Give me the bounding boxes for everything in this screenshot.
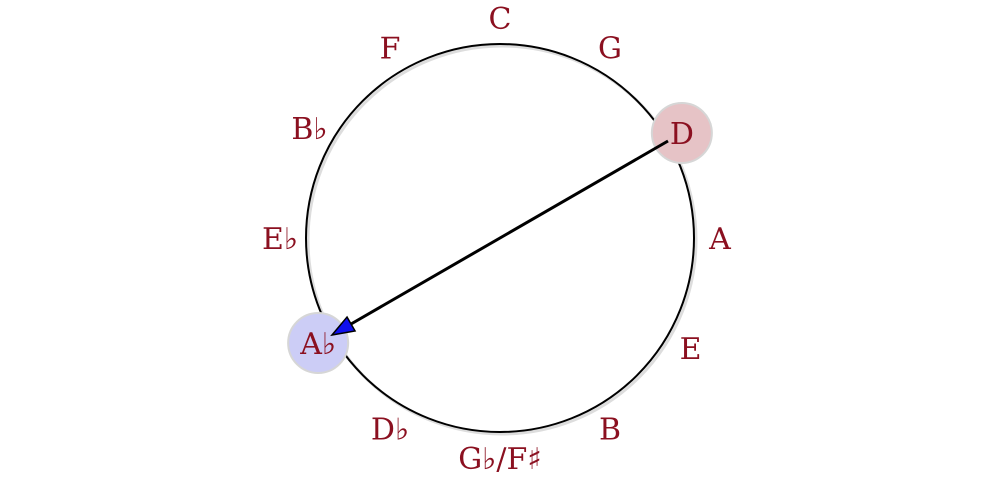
- note-label: A♭: [299, 327, 336, 362]
- note-label: B♭: [291, 112, 327, 147]
- circle-of-fifths-ring: [305, 43, 695, 433]
- note-label: D: [670, 117, 694, 152]
- note-label: D♭: [371, 413, 409, 448]
- to-note-highlight: [287, 312, 350, 374]
- note-label: F: [380, 31, 401, 66]
- from-note-highlight: [650, 102, 713, 164]
- interval-arrow-line: [350, 139, 669, 326]
- note-label: E♭: [262, 222, 298, 257]
- arrow-head-icon: [330, 315, 357, 337]
- note-label: C: [489, 2, 512, 37]
- note-label: E: [680, 332, 702, 367]
- note-label: B: [599, 413, 621, 448]
- circle-shadow: [306, 44, 698, 436]
- note-label: A: [708, 222, 731, 257]
- note-label: G♭/F♯: [458, 442, 542, 477]
- note-label: G: [598, 31, 622, 66]
